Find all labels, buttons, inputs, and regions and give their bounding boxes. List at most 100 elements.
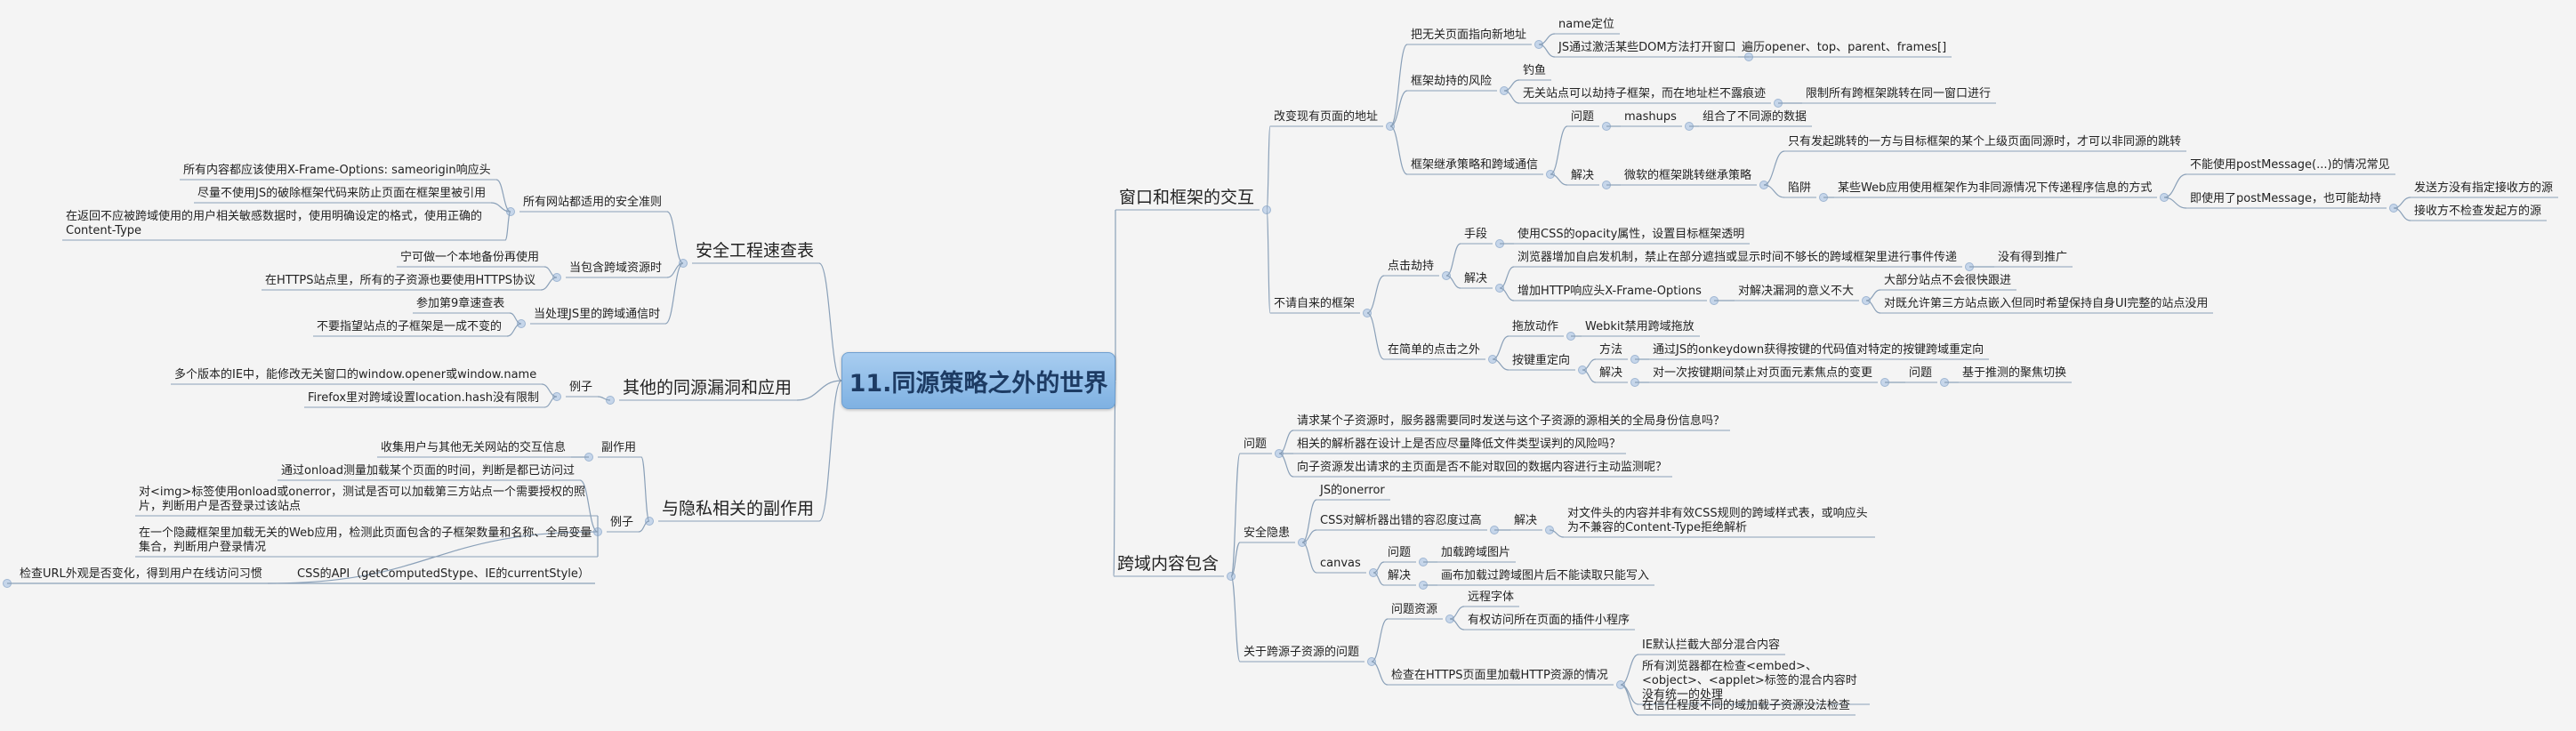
node-xfo-sameorigin[interactable]: 所有内容都应该使用X-Frame-Options: sameorigin响应头	[183, 164, 491, 177]
topic-other-same-origin[interactable]: 其他的同源漏洞和应用	[623, 378, 793, 398]
node-method[interactable]: 方法	[1599, 343, 1623, 357]
node-postmessage-hijack[interactable]: 即使用了postMessage，也可能劫持	[2190, 192, 2382, 205]
node-js-open-window[interactable]: JS通过激活某些DOM方法打开窗口	[1558, 41, 1736, 54]
node-js-cross-comm[interactable]: 当处理JS里的跨域通信时	[534, 308, 661, 321]
node-subframe-changes[interactable]: 不要指望站点的子框架是一成不变的	[317, 320, 503, 333]
node-side-effect[interactable]: 副作用	[601, 441, 637, 454]
node-sites-slow[interactable]: 大部分站点不会很快跟进	[1884, 274, 2012, 287]
connector-right	[1278, 430, 1294, 454]
node-uninvited-frame[interactable]: 不请自来的框架	[1274, 297, 1356, 310]
node-ms-policy[interactable]: 微软的框架跳转继承策略	[1624, 169, 1752, 182]
node-chapter9[interactable]: 参加第9章速查表	[416, 297, 505, 310]
node-focus-change[interactable]: 对一次按键期间禁止对页面元素焦点的变更	[1653, 366, 1873, 380]
node-issue[interactable]: 问题	[1244, 438, 1268, 451]
node-css-reject[interactable]: 对文件头的内容并非有效CSS规则的跨域样式表，或响应头为不兼容的Content-…	[1567, 507, 1868, 534]
node-ie-block[interactable]: IE默认拦截大部分混合内容	[1642, 639, 1781, 652]
node-not-promoted[interactable]: 没有得到推广	[1998, 251, 2068, 264]
connector-right	[2163, 173, 2187, 198]
node-frame-inherit-policy[interactable]: 框架继承策略和跨域通信	[1411, 158, 1539, 172]
node-heuristic[interactable]: 浏览器增加自启发机制，禁止在部分遮挡或显示时间不够长的跨域框架里进行事件传递	[1517, 251, 1958, 264]
node-beyond-click[interactable]: 在简单的点击之外	[1388, 343, 1481, 357]
node-remote-font[interactable]: 远程字体	[1468, 590, 1515, 604]
node-all-sites-rules[interactable]: 所有网站都适用的安全准则	[523, 196, 663, 209]
node-third-party-embed[interactable]: 对既允许第三方站点嵌入但同时希望保持自身UI完整的站点没用	[1884, 297, 2209, 310]
node-canvas-solve[interactable]: 解决	[1388, 569, 1412, 582]
node-all-browsers-check[interactable]: 所有浏览器都在检查<embed>、<object>、<applet>标签的混合内…	[1642, 660, 1857, 702]
connector-left	[541, 383, 558, 398]
node-no-framebuster[interactable]: 尽量不使用JS的破除框架代码来防止页面在框架里被引用	[197, 187, 487, 200]
node-firefox-hash[interactable]: Firefox里对跨域设置location.hash没有限制	[308, 391, 539, 405]
node-mashups[interactable]: mashups	[1624, 110, 1677, 124]
node-point-unrelated[interactable]: 把无关页面指向新地址	[1411, 28, 1527, 42]
node-css-opacity[interactable]: 使用CSS的opacity属性，设置目标框架透明	[1517, 228, 1745, 241]
connector-left	[490, 202, 511, 213]
node-canvas[interactable]: canvas	[1320, 557, 1361, 570]
node-key-solve[interactable]: 解决	[1599, 366, 1623, 380]
node-hidden-frame[interactable]: 在一个隐藏框架里加载无关的Web应用，检测此页面包含的子框架数量和名称、全局变量…	[139, 526, 592, 554]
node-css-api[interactable]: CSS的API（getComputedStype、IE的currentStyle…	[297, 567, 590, 581]
topic-cross-domain-include[interactable]: 跨域内容包含	[1117, 554, 1220, 574]
node-hidden-danger[interactable]: 安全隐患	[1244, 526, 1291, 540]
node-url-visited[interactable]: 检查URL外观是否变化，得到用户在线访问习惯	[20, 567, 262, 581]
node-problem-resource[interactable]: 问题资源	[1391, 603, 1438, 616]
node-https-check[interactable]: 检查在HTTPS页面里加载HTTP资源的情况	[1391, 669, 1608, 682]
node-frame-hijack-risk[interactable]: 框架劫持的风险	[1411, 75, 1493, 88]
node-traverse-opener[interactable]: 遍历opener、top、parent、frames[]	[1742, 41, 1947, 54]
node-cross-image[interactable]: 加载跨域图片	[1441, 546, 1511, 559]
topic-privacy-effects[interactable]: 与隐私相关的副作用	[662, 499, 815, 518]
node-img-onload[interactable]: 对<img>标签使用onload或onerror，测试是否可以加载第三方站点一个…	[139, 486, 585, 513]
node-guess-focus[interactable]: 基于推测的聚焦切换	[1962, 366, 2067, 380]
node-onload-timing[interactable]: 通过onload测量加载某个页面的时间，判断是都已访问过	[281, 464, 575, 478]
node-q-parser[interactable]: 相关的解析器在设计上是否应尽量降低文件类型误判的风险吗？	[1297, 438, 1622, 451]
node-q-monitor[interactable]: 向子资源发出请求的主页面是否不能对取回的数据内容进行主动监测呢？	[1297, 461, 1668, 474]
node-css-solve[interactable]: 解决	[1514, 514, 1538, 527]
node-privacy-example[interactable]: 例子	[610, 516, 634, 529]
connector-right	[1582, 358, 1597, 371]
node-means[interactable]: 手段	[1464, 228, 1488, 241]
node-sender-origin[interactable]: 发送方没有指定接收方的源	[2414, 181, 2554, 195]
node-include-cross[interactable]: 当包含跨域资源时	[569, 261, 663, 275]
node-q-identity[interactable]: 请求某个子资源时，服务器需要同时发送与这个子资源的源相关的全局身份信息吗？	[1297, 414, 1726, 428]
node-little-meaning[interactable]: 对解决漏洞的意义不大	[1738, 285, 1855, 298]
node-js-onerror[interactable]: JS的onerror	[1320, 484, 1385, 497]
node-no-postmessage[interactable]: 不能使用postMessage(...)的情况常见	[2190, 158, 2390, 172]
node-receiver-origin[interactable]: 接收方不检查发起方的源	[2414, 205, 2542, 218]
node-ie-opener[interactable]: 多个版本的IE中，能修改无关窗口的window.opener或window.na…	[174, 368, 537, 382]
node-clickjacking[interactable]: 点击劫持	[1388, 260, 1435, 273]
node-css-tolerance[interactable]: CSS对解析器出错的容忍度过高	[1320, 514, 1482, 527]
node-webkit-drag[interactable]: Webkit禁用跨域拖放	[1585, 320, 1695, 333]
node-mashups-desc[interactable]: 组合了不同源的数据	[1703, 110, 1807, 124]
node-solution[interactable]: 解决	[1571, 169, 1595, 182]
node-other-example[interactable]: 例子	[569, 381, 593, 394]
node-local-backup[interactable]: 宁可做一个本地备份再使用	[400, 251, 540, 264]
node-problem[interactable]: 问题	[1571, 110, 1595, 124]
node-https-subresource[interactable]: 在HTTPS站点里，所有的子资源也要使用HTTPS协议	[265, 274, 536, 287]
node-canvas-readonly[interactable]: 画布加载过跨域图片后不能读取只能写入	[1441, 569, 1650, 582]
node-click-solve[interactable]: 解决	[1464, 272, 1488, 285]
node-plugin-applet[interactable]: 有权访问所在页面的插件小程序	[1468, 614, 1630, 627]
node-sensitive-format[interactable]: 在返回不应被跨域使用的用户相关敏感数据时，使用明确设定的格式，使用正确的Cont…	[66, 210, 483, 237]
node-key-redirect[interactable]: 按键重定向	[1512, 354, 1571, 367]
node-x-frame-options[interactable]: 增加HTTP响应头X-Frame-Options	[1517, 285, 1702, 298]
connector-right	[1278, 453, 1294, 478]
node-same-origin-jump[interactable]: 只有发起跳转的一方与目标框架的某个上级页面同源时，才可以非同源的跳转	[1788, 135, 2182, 149]
node-trap[interactable]: 陷阱	[1788, 181, 1812, 195]
node-no-check-domain[interactable]: 在信任程度不同的域加载子资源没法检查	[1642, 699, 1851, 712]
node-phishing[interactable]: 钓鱼	[1523, 64, 1547, 77]
node-key-problem[interactable]: 问题	[1909, 366, 1933, 380]
node-limit-jump[interactable]: 限制所有跨框架跳转在同一窗口进行	[1806, 87, 1992, 100]
topic-security-checklist[interactable]: 安全工程速查表	[696, 241, 815, 261]
topic-window-frame-interaction[interactable]: 窗口和框架的交互	[1119, 188, 1255, 207]
node-name-position[interactable]: name定位	[1558, 18, 1614, 31]
node-hijack-subframe[interactable]: 无关站点可以劫持子框架，而在地址栏不露痕迹	[1523, 87, 1767, 100]
node-collect-interaction[interactable]: 收集用户与其他无关网站的交互信息	[381, 441, 567, 454]
connector-left	[666, 211, 684, 264]
node-web-app-frame[interactable]: 某些Web应用使用框架作为非同源情况下传递程序信息的方式	[1838, 181, 2153, 195]
node-canvas-problem[interactable]: 问题	[1388, 546, 1412, 559]
connector-left	[579, 479, 599, 533]
node-drag[interactable]: 拖放动作	[1512, 320, 1559, 333]
node-change-address[interactable]: 改变现有页面的地址	[1274, 110, 1379, 124]
node-onkeydown[interactable]: 通过JS的onkeydown获得按键的代码值对特定的按键跨域重定向	[1653, 343, 1984, 357]
node-cross-subresource[interactable]: 关于跨源子资源的问题	[1244, 646, 1360, 659]
root-topic[interactable]: 11.同源策略之外的世界	[841, 352, 1115, 409]
